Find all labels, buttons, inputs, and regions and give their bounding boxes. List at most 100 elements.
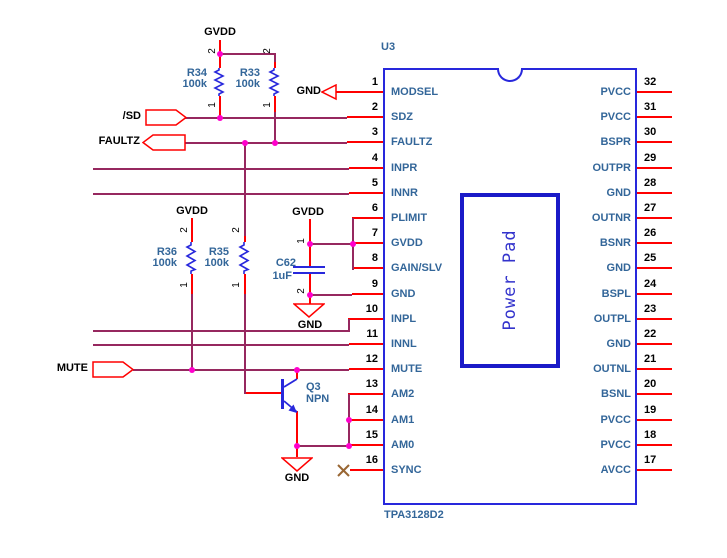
port-sd[interactable]	[145, 109, 187, 126]
wire-segment	[93, 193, 349, 195]
resistor-r35[interactable]	[238, 242, 250, 274]
ic-pin-gnd: GND	[606, 338, 631, 350]
ic-pin-pvcc: PVCC	[600, 439, 631, 451]
r33-pin1-number: 1	[262, 102, 273, 108]
r34-refdes: R34	[186, 67, 207, 79]
c62-pin2-number: 2	[296, 288, 307, 294]
ic-pin-number-5: 5	[371, 177, 378, 189]
junction-dot	[346, 417, 352, 423]
ic-pin-number-11: 11	[366, 328, 378, 340]
ic-pin-am2: AM2	[391, 388, 415, 400]
r34-pin2-number: 2	[207, 48, 218, 54]
ic-pin-stub-30	[637, 141, 672, 143]
ic-pin-gnd: GND	[606, 187, 631, 199]
ic-pin-stub-14	[348, 419, 383, 421]
r34-value: 100k	[182, 78, 207, 90]
gnd-symbol-c62[interactable]	[293, 303, 325, 319]
no-connect-x-icon	[336, 463, 351, 478]
ic-pin-stub-20	[637, 393, 672, 395]
wire-segment	[93, 344, 349, 346]
ic-pin-stub-15	[348, 444, 383, 446]
ic-pin-stub-26	[637, 242, 672, 244]
ic-pin-number-18: 18	[644, 429, 657, 441]
q3-type-label: NPN	[306, 393, 330, 405]
ic-pin-stub-11	[349, 343, 383, 345]
r33-value: 100k	[235, 78, 260, 90]
junction-dot	[189, 367, 195, 373]
ic-pin-bsnr: BSNR	[599, 237, 631, 249]
wire-segment	[274, 112, 276, 142]
junction-dot	[294, 443, 300, 449]
ic-pin-stub-1	[336, 91, 383, 93]
wire-segment	[244, 142, 246, 236]
ic-pin-gvdd: GVDD	[391, 237, 423, 249]
r35-pin2-number: 2	[231, 227, 242, 233]
ic-pin-stub-17	[637, 469, 672, 471]
ic-pin-stub-8	[352, 267, 383, 269]
wire-segment	[191, 218, 193, 242]
wire-segment	[274, 96, 276, 112]
junction-dot	[307, 241, 313, 247]
ic-pin-number-28: 28	[644, 177, 657, 189]
wire-segment	[244, 236, 246, 242]
port-faultz-label: FAULTZ	[98, 135, 140, 147]
port-sd-label: /SD	[122, 110, 141, 122]
junction-dot	[217, 51, 223, 57]
ic-pin-sync: SYNC	[391, 464, 422, 476]
port-mute[interactable]	[92, 361, 134, 378]
gvdd-top-label[interactable]: GVDD	[204, 26, 236, 38]
ic-pin-number-10: 10	[365, 303, 378, 315]
ic-pin-inpr: INPR	[391, 162, 418, 174]
resistor-r34[interactable]	[213, 68, 225, 96]
ic-pin-number-4: 4	[371, 152, 378, 164]
junction-dot	[272, 140, 278, 146]
gnd-c62-label: GND	[297, 319, 323, 331]
ic-pin-stub-18	[637, 444, 672, 446]
ic-pin-inpl: INPL	[391, 313, 417, 325]
ic-pin-stub-4	[349, 167, 383, 169]
gvdd-c62-label[interactable]: GVDD	[292, 206, 324, 218]
ic-pin-number-7: 7	[371, 227, 378, 239]
ic-pin-bspl: BSPL	[601, 288, 631, 300]
port-faultz[interactable]	[142, 134, 186, 151]
ic-pin-number-2: 2	[371, 101, 378, 113]
wire-segment	[348, 319, 350, 332]
gvdd-mid-label[interactable]: GVDD	[176, 205, 208, 217]
transistor-q3[interactable]	[270, 372, 304, 418]
power-pad-label: Power Pad	[500, 229, 520, 331]
wire-segment	[219, 53, 274, 55]
junction-dot	[350, 241, 356, 247]
ic-pin-number-17: 17	[644, 454, 657, 466]
ic-pin-stub-7	[352, 242, 383, 244]
ic-pin-stub-27	[637, 217, 672, 219]
gnd-symbol-q3[interactable]	[281, 457, 313, 473]
ic-pin-gnd: GND	[391, 288, 416, 300]
c62-pin1-number: 1	[296, 238, 307, 244]
ic-pin-number-6: 6	[371, 202, 378, 214]
ic-pin-number-21: 21	[644, 353, 657, 365]
r35-value: 100k	[204, 257, 229, 269]
resistor-r36[interactable]	[185, 242, 197, 274]
ic-pin-number-16: 16	[365, 454, 378, 466]
ic-pin-number-3: 3	[371, 126, 378, 138]
gnd-flag-symbol[interactable]	[321, 84, 338, 101]
ic-pin-pvcc: PVCC	[600, 111, 631, 123]
wire-segment	[274, 62, 276, 68]
ic-part-number: TPA3128D2	[384, 509, 444, 521]
ic-pin-stub-28	[637, 192, 672, 194]
ic-pin-number-1: 1	[371, 76, 378, 88]
wire-segment	[219, 96, 221, 117]
resistor-r33[interactable]	[268, 68, 280, 96]
wire-segment	[296, 411, 298, 457]
ic-pin-outnr: OUTNR	[591, 212, 631, 224]
ic-pin-number-29: 29	[644, 152, 657, 164]
power-pad-box	[460, 193, 560, 368]
r35-refdes: R35	[208, 246, 229, 258]
junction-dot	[217, 115, 223, 121]
ic-pin-number-23: 23	[644, 303, 657, 315]
ic-pin-number-26: 26	[644, 227, 657, 239]
ic-pin-plimit: PLIMIT	[391, 212, 428, 224]
ic-pin-stub-16	[350, 469, 383, 471]
ic-pin-stub-10	[348, 318, 383, 320]
